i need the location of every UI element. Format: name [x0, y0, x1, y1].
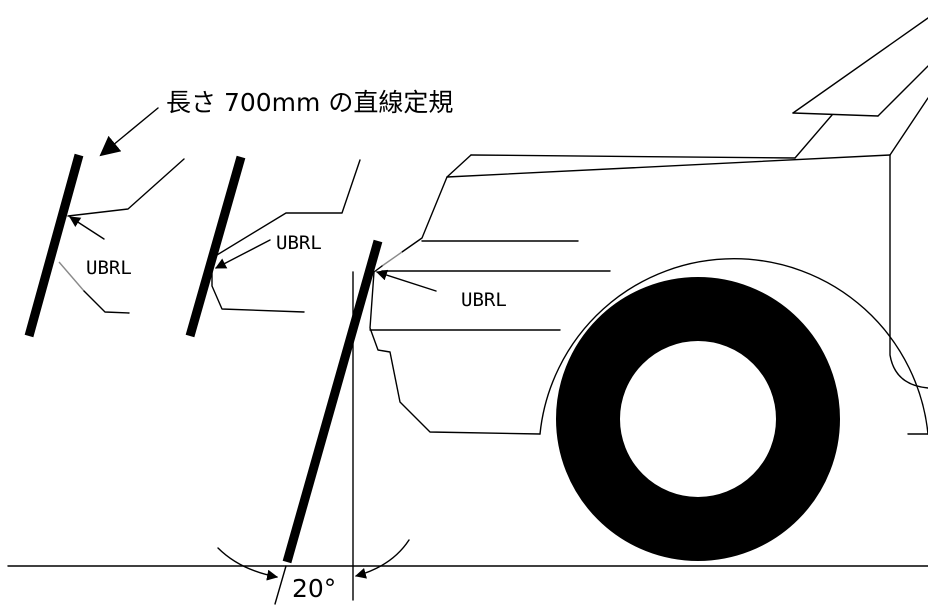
wheel-arch	[539, 258, 928, 435]
door-edge	[889, 154, 928, 389]
ruler-extension-line	[274, 565, 287, 605]
front-upper-profile	[401, 176, 448, 253]
ubrl-label-1: UBRL	[86, 257, 132, 279]
angle-label: 20°	[292, 574, 336, 603]
tire	[556, 277, 840, 561]
bumper-profile	[369, 265, 541, 435]
ubrl-label-3: UBRL	[461, 289, 507, 311]
straight-ruler-1	[24, 153, 84, 338]
example-2-ubrl-arrow	[215, 239, 271, 269]
example-1-upper-profile	[67, 158, 185, 217]
example-1: UBRL	[24, 153, 185, 338]
title-arrow	[99, 107, 159, 157]
example-1-ubrl-arrow	[69, 216, 105, 240]
a-pillar-line	[889, 97, 928, 156]
hood-rear-edge	[792, 112, 879, 117]
ruler-title: 長さ 700mm の直線定規	[166, 88, 453, 117]
main-measurement: UBRL 20°	[217, 239, 507, 605]
vehicle	[369, 17, 928, 561]
angle-arrow-right	[354, 539, 410, 579]
ubrl-label-2: UBRL	[276, 232, 322, 254]
straight-ruler-main	[282, 239, 383, 564]
main-ubrl-arrow	[375, 269, 437, 292]
example-1-lower-profile	[83, 290, 130, 314]
example-1-gray-segment	[58, 261, 85, 292]
windshield-inner-line	[877, 65, 928, 117]
angle-arrow-left	[217, 547, 279, 581]
example-2: UBRL	[185, 155, 361, 338]
windshield-outer-line	[792, 17, 928, 114]
hood-crease	[794, 114, 833, 159]
hood-top-line	[470, 154, 796, 159]
hood-front-edge	[446, 154, 891, 178]
straight-ruler-2	[185, 155, 246, 338]
front-gray-segment	[381, 251, 403, 267]
